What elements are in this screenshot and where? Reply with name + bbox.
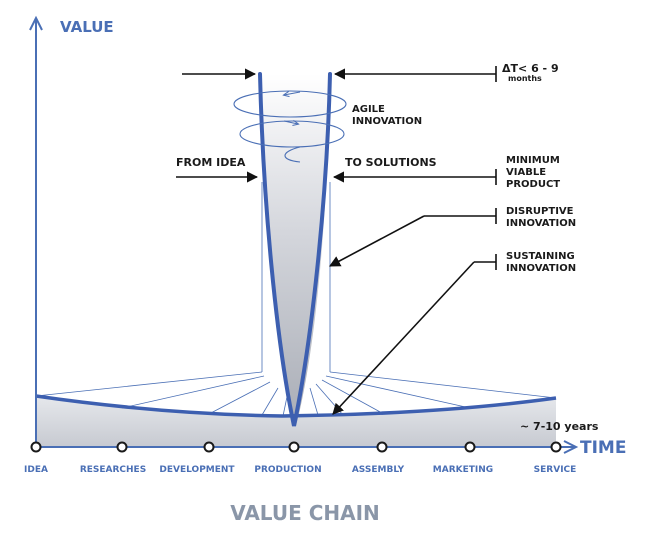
sustaining-label-line2: INNOVATION xyxy=(506,263,576,274)
stage-labels: IDEA RESEARCHES DEVELOPMENT PRODUCTION A… xyxy=(24,465,576,475)
delta-t-label: ΔT< 6 - 9 xyxy=(502,62,559,75)
stage-label-marketing: MARKETING xyxy=(433,465,493,475)
disruptive-label-line1: DISRUPTIVE xyxy=(506,206,574,217)
years-label: ~ 7-10 years xyxy=(520,420,599,433)
mvp-label-line2: VIABLE xyxy=(506,167,546,178)
stage-label-researches: RESEARCHES xyxy=(80,465,146,475)
idea-solution-indicator xyxy=(176,169,497,185)
x-axis-label: TIME xyxy=(580,438,626,458)
footer-title: VALUE CHAIN xyxy=(230,501,380,525)
agile-label-line1: AGILE xyxy=(352,104,385,115)
stage-markers xyxy=(30,441,562,453)
stage-label-assembly: ASSEMBLY xyxy=(352,465,405,475)
stage-label-production: PRODUCTION xyxy=(254,465,321,475)
value-chain-curve xyxy=(35,394,557,418)
stage-label-service: SERVICE xyxy=(534,465,577,475)
agile-spiral-icon xyxy=(233,90,347,163)
disruptive-label-line2: INNOVATION xyxy=(506,218,576,229)
y-axis xyxy=(29,15,43,447)
mvp-label-line3: PRODUCT xyxy=(506,179,560,190)
from-idea-label: FROM IDEA xyxy=(176,156,246,169)
disruptive-pointer xyxy=(329,208,497,267)
sustaining-label-line1: SUSTAINING xyxy=(506,251,575,262)
funnel-fill xyxy=(260,74,330,426)
y-axis-label: VALUE xyxy=(60,18,114,36)
delta-t-indicator xyxy=(182,66,497,82)
funnel-outline xyxy=(258,72,332,427)
mvp-label-line1: MINIMUM xyxy=(506,155,560,166)
delta-t-unit: months xyxy=(508,74,542,83)
agile-label-line2: INNOVATION xyxy=(352,116,422,127)
sustaining-pointer xyxy=(332,254,497,415)
to-solutions-label: TO SOLUTIONS xyxy=(345,156,437,169)
stage-label-development: DEVELOPMENT xyxy=(159,465,235,475)
stage-label-idea: IDEA xyxy=(24,465,48,475)
